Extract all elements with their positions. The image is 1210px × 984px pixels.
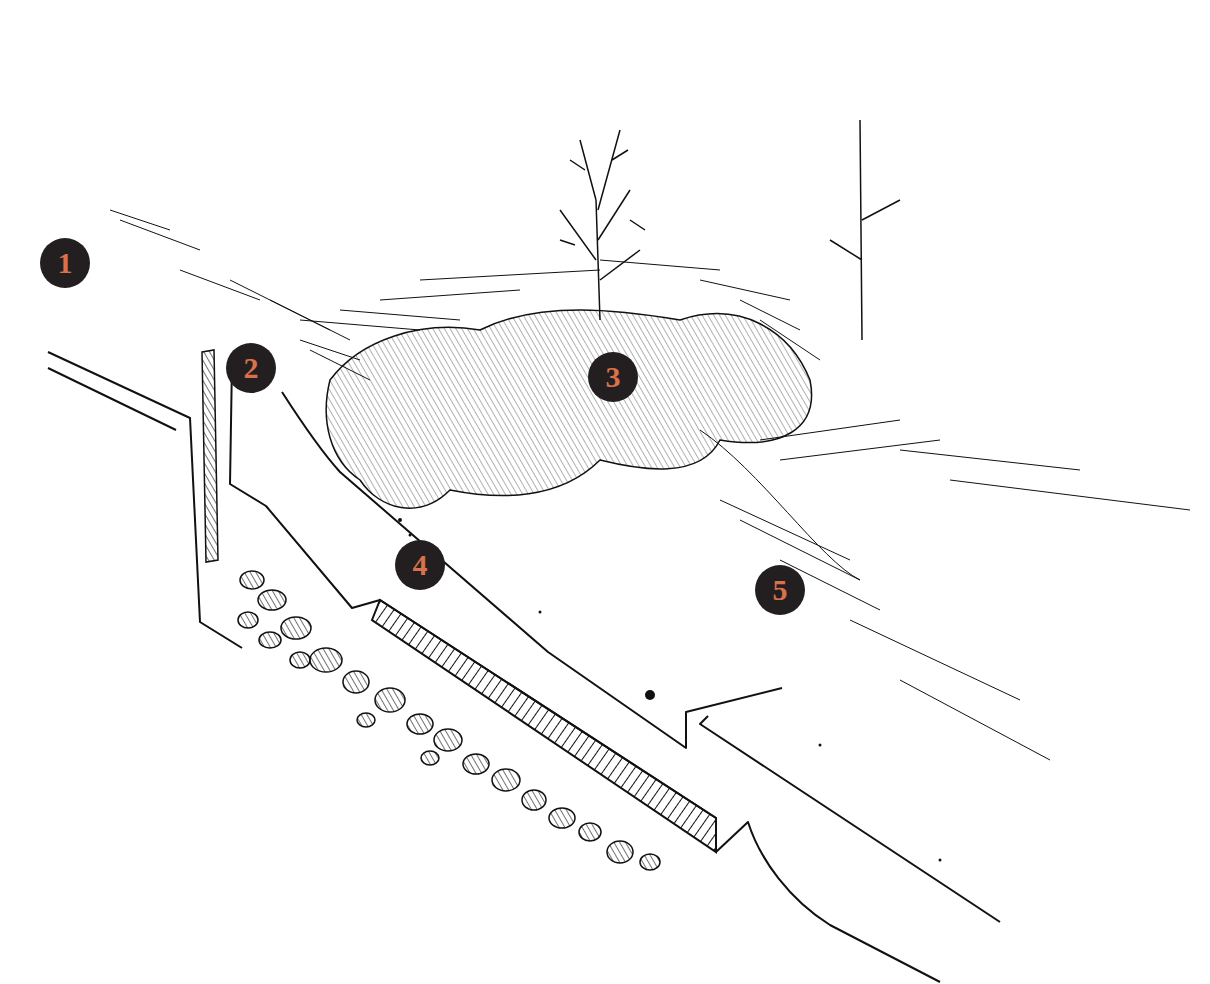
debris [398, 518, 942, 862]
callout-circle: 5 [755, 565, 805, 615]
callout-number: 5 [773, 575, 788, 605]
callout-number: 2 [244, 353, 259, 383]
hillside-shading [110, 210, 1190, 760]
callout-number: 1 [58, 248, 73, 278]
shrubs [326, 310, 860, 580]
callout-number: 3 [606, 362, 621, 392]
callout-circle: 3 [588, 352, 638, 402]
callout-circle: 1 [40, 238, 90, 288]
tree [560, 120, 900, 340]
drain-band [372, 600, 716, 852]
wall-drain-strip [202, 350, 218, 562]
callout-number: 4 [413, 550, 428, 580]
callout-circle: 2 [226, 343, 276, 393]
callout-circle: 4 [395, 540, 445, 590]
gravel-rocks [238, 571, 660, 870]
